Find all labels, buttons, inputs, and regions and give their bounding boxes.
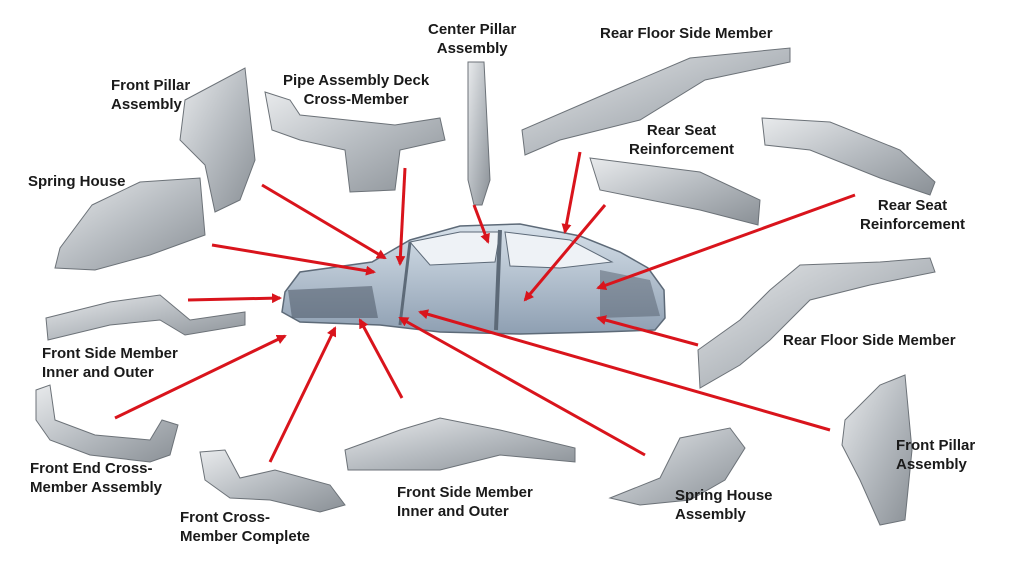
arrow-front-side-left [187,293,282,304]
arrow-rear-floor-right [596,315,699,347]
part-center-pillar [467,61,491,206]
part-front-side-member-left [45,294,246,341]
arrow-rear-floor-top [561,151,582,234]
label-rear-floor-side-member-right: Rear Floor Side Member [783,332,956,349]
part-spring-house-assembly [608,427,746,506]
label-spring-house: Spring House [28,173,126,190]
arrow-rear-seat-1 [523,204,607,302]
part-pipe-deck-cross-member [264,91,446,193]
car-body-in-white [281,223,666,335]
part-front-cross-member [199,449,346,513]
label-front-cross-member-complete: Front Cross-Member Complete [180,509,311,545]
part-front-pillar-right [841,374,913,526]
arrows [114,151,856,463]
arrow-front-pillar-left [261,183,387,260]
part-rear-seat-reinforcement-2 [761,117,936,196]
arrow-center-pillar [472,204,490,244]
label-front-end-cross-member-assembly: Front End Cross-Member Assembly [30,460,162,496]
part-rear-floor-side-member-top [521,47,791,156]
part-rear-floor-side-member-right [697,257,936,389]
arrow-front-end-cross [114,334,287,420]
part-front-side-member-bottom [344,417,576,471]
arrow-front-cross [268,326,337,463]
arrow-spring-house [211,243,376,276]
arrow-rear-seat-2 [596,193,856,290]
arrow-spring-house-assembly [398,316,646,457]
arrow-front-side-bottom [358,318,404,399]
part-rear-seat-reinforcement-1 [589,157,761,226]
part-spring-house [54,177,206,271]
label-rear-floor-side-member-top: Rear Floor Side Member [600,25,773,42]
arrow-pipe-assembly [395,167,407,266]
arrow-front-pillar-right [418,309,831,432]
part-front-pillar-left [179,67,256,213]
part-front-end-cross-member [35,384,179,463]
